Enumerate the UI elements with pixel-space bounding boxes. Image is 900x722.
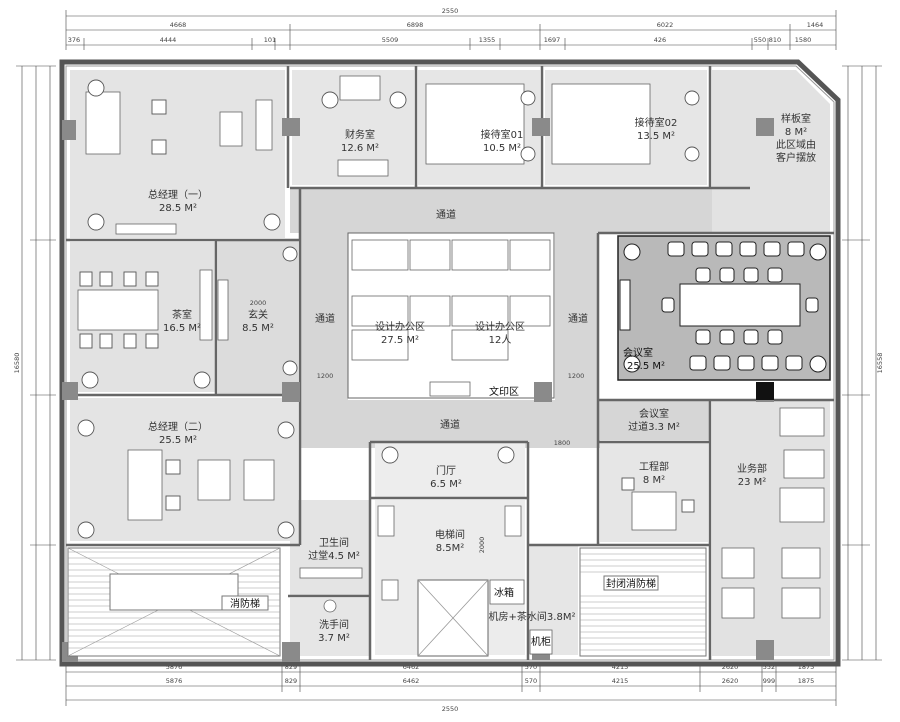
washroom-area: 3.7 M² (318, 633, 350, 644)
dim-top2-10: 810 (769, 36, 781, 44)
reception2-name: 接待室02 (635, 116, 678, 129)
room-labels: 总经理（一） 28.5 M² 财务室 12.6 M² 接待室01 10.5 M²… (148, 112, 816, 648)
toilet-name: 卫生间 (319, 536, 349, 549)
elevator-name: 电梯间 (435, 528, 465, 541)
engineering-area: 8 M² (643, 475, 665, 486)
dim-top-1: 4668 (170, 21, 187, 29)
sample-note-1: 此区域由 (776, 138, 816, 151)
dim-bot-1: 5876 (166, 663, 183, 671)
tea-name: 茶室 (172, 308, 192, 321)
meeting-pass-area: 过道3.3 M² (628, 420, 680, 433)
dim-mid-right: 1200 (568, 372, 585, 380)
dim-top2-6: 1697 (544, 36, 561, 44)
tea-area: 16.5 M² (163, 323, 201, 334)
design1-area: 27.5 M² (381, 335, 419, 346)
dim-bot-total: 2550 (442, 705, 459, 713)
dim-top2-3: 101 (264, 36, 276, 44)
foyer-area: 8.5 M² (242, 323, 274, 334)
corridor-top: 通道 (436, 208, 456, 221)
cabinet: 机柜 (531, 635, 551, 648)
meeting-name: 会议室 (623, 346, 653, 359)
dim-bot-2: 829 (285, 663, 297, 671)
finance-name: 财务室 (345, 128, 375, 141)
toilet-area: 过堂4.5 M² (308, 549, 360, 562)
closed-fire-stair-label: 封闭消防梯 (606, 577, 656, 590)
dim-left-total: 16580 (13, 353, 21, 374)
dim-top2-5: 1355 (479, 36, 496, 44)
dim-top2-7: 426 (654, 36, 666, 44)
bottom-dimensions: 5876 829 6462 570 4215 2620 552 1875 587… (65, 663, 837, 713)
lobby-name: 门厅 (436, 464, 456, 477)
dim-elevator: 2000 (478, 537, 486, 554)
corridor-mid: 通道 (440, 418, 460, 431)
dim-bot-5: 4215 (612, 663, 629, 671)
dim-top2-2: 4444 (160, 36, 177, 44)
dim-top2-1: 376 (68, 36, 80, 44)
reception1-name: 接待室01 (481, 128, 524, 141)
corridor-right: 通道 (568, 312, 588, 325)
dim-bot2-1: 5876 (166, 677, 183, 685)
dim-bot-6: 2620 (722, 663, 739, 671)
meeting-area: 25.5 M² (627, 361, 665, 372)
side-dimensions: 16580 16558 (13, 65, 884, 661)
internal-walls (66, 66, 834, 660)
gm2-name: 总经理（二） (148, 420, 208, 433)
dim-bot2-2: 829 (285, 677, 297, 685)
corridor-left: 通道 (315, 312, 335, 325)
lobby-area: 6.5 M² (430, 479, 462, 490)
internal-dimensions: 2000 1200 1200 1800 2000 (250, 299, 585, 553)
sample-note-2: 客户摆放 (776, 151, 816, 164)
dim-right-total: 16558 (876, 353, 884, 374)
dim-bot2-5: 4215 (612, 677, 629, 685)
furniture (77, 75, 827, 657)
reception1-area: 10.5 M² (483, 143, 521, 154)
dim-mid-lobby: 1800 (554, 439, 571, 447)
dim-foyer: 2000 (250, 299, 267, 307)
dim-bot-3: 6462 (403, 663, 420, 671)
meeting-pass-name: 会议室 (639, 407, 669, 420)
design1-name: 设计办公区 (375, 320, 425, 333)
dim-mid-left: 1200 (317, 372, 334, 380)
finance-area: 12.6 M² (341, 143, 379, 154)
fridge: 冰箱 (494, 586, 514, 599)
dim-top-4: 1464 (807, 21, 824, 29)
print-area: 文印区 (489, 385, 519, 398)
fire-stair-right (579, 547, 707, 657)
business-area: 23 M² (738, 477, 767, 488)
machine-room: 机房+茶水间3.8M² (489, 610, 576, 623)
dim-bot-8: 1875 (798, 663, 815, 671)
top-dimensions: 2550 4668 6898 6022 1464 376 4444 101 55… (65, 7, 837, 50)
reception2-area: 13.5 M² (637, 131, 675, 142)
fire-stair-label: 消防梯 (230, 597, 260, 610)
dim-bot2-4: 570 (525, 677, 537, 685)
engineering-name: 工程部 (639, 460, 669, 473)
business-name: 业务部 (737, 462, 767, 475)
gm1-name: 总经理（一） (148, 188, 208, 201)
columns (62, 118, 774, 662)
washroom-name: 洗手间 (319, 618, 349, 631)
sample-name: 样板室 (781, 112, 811, 125)
gm1-area: 28.5 M² (159, 203, 197, 214)
dim-top-total: 2550 (442, 7, 459, 15)
elevator-area: 8.5M² (436, 543, 465, 554)
dim-top2-4: 5509 (382, 36, 399, 44)
gm2-area: 25.5 M² (159, 435, 197, 446)
dim-bot2-6: 2620 (722, 677, 739, 685)
fire-stair-left (67, 547, 281, 657)
design2-name: 设计办公区 (475, 320, 525, 333)
dim-bot-7: 552 (763, 663, 775, 671)
foyer-name: 玄关 (248, 308, 268, 321)
design2-area: 12人 (489, 334, 512, 346)
dim-bot2-3: 6462 (403, 677, 420, 685)
dim-bot-4: 570 (525, 663, 537, 671)
dim-bot2-7: 999 (763, 677, 775, 685)
dim-top-2: 6898 (407, 21, 424, 29)
sample-area: 8 M² (785, 127, 807, 138)
dim-bot2-8: 1875 (798, 677, 815, 685)
dim-top-3: 6022 (657, 21, 674, 29)
dim-top2-9: 1580 (795, 36, 812, 44)
dim-top2-8: 550 (754, 36, 766, 44)
